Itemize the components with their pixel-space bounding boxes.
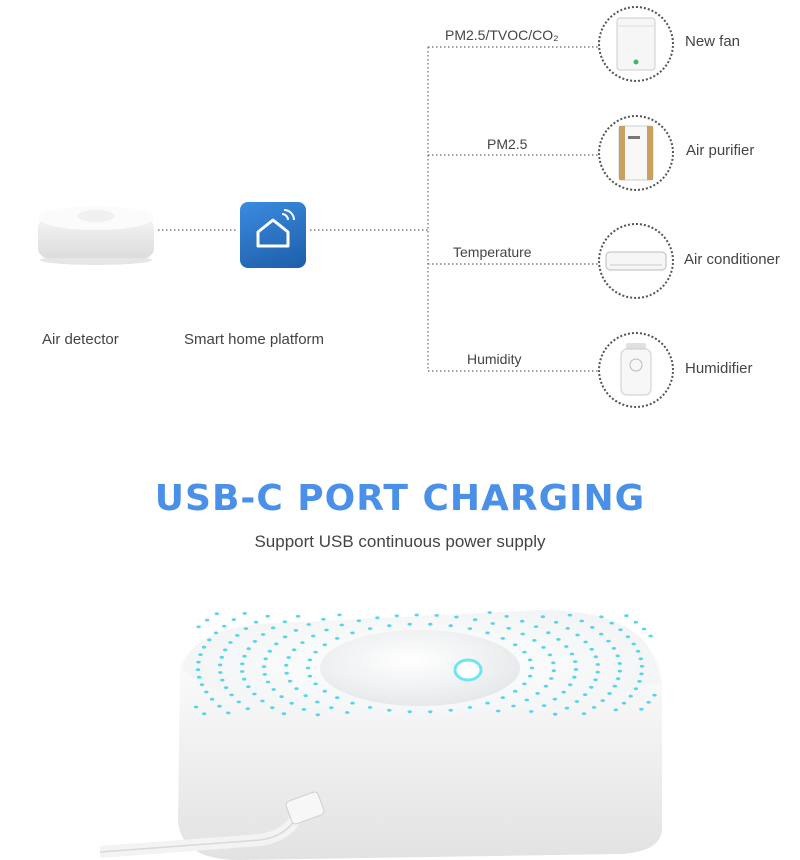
air-detector-product-photo <box>100 610 662 860</box>
sensor-label-pm25-tvoc-co2: PM2.5/TVOC/CO₂ <box>445 27 559 43</box>
status-led-icon <box>453 658 483 682</box>
air-detector-device-icon <box>38 206 154 265</box>
sensor-label-humidity: Humidity <box>467 351 522 367</box>
air-conditioner-icon <box>598 223 674 299</box>
usb-c-headline: USB-C PORT CHARGING <box>154 478 646 519</box>
fan-unit-icon <box>598 6 674 82</box>
smart-home-app-icon <box>240 202 306 268</box>
smart-home-platform-label: Smart home platform <box>184 331 325 348</box>
led-dot-pattern <box>193 611 657 717</box>
device-label-air-purifier: Air purifier <box>686 142 755 159</box>
air-purifier-icon <box>598 115 674 191</box>
humidifier-icon <box>598 332 674 408</box>
device-label-new-fan: New fan <box>685 33 741 50</box>
air-detector-label: Air detector <box>42 331 119 348</box>
sensor-label-temperature: Temperature <box>453 244 532 260</box>
device-label-air-conditioner: Air conditioner <box>684 251 780 268</box>
usb-c-subheadline: Support USB continuous power supply <box>254 532 546 551</box>
sensor-label-pm25: PM2.5 <box>487 136 528 152</box>
center-button <box>320 630 520 706</box>
device-label-humidifier: Humidifier <box>685 360 753 377</box>
usb-c-plug-icon <box>285 791 325 825</box>
connector-lines <box>158 46 598 372</box>
